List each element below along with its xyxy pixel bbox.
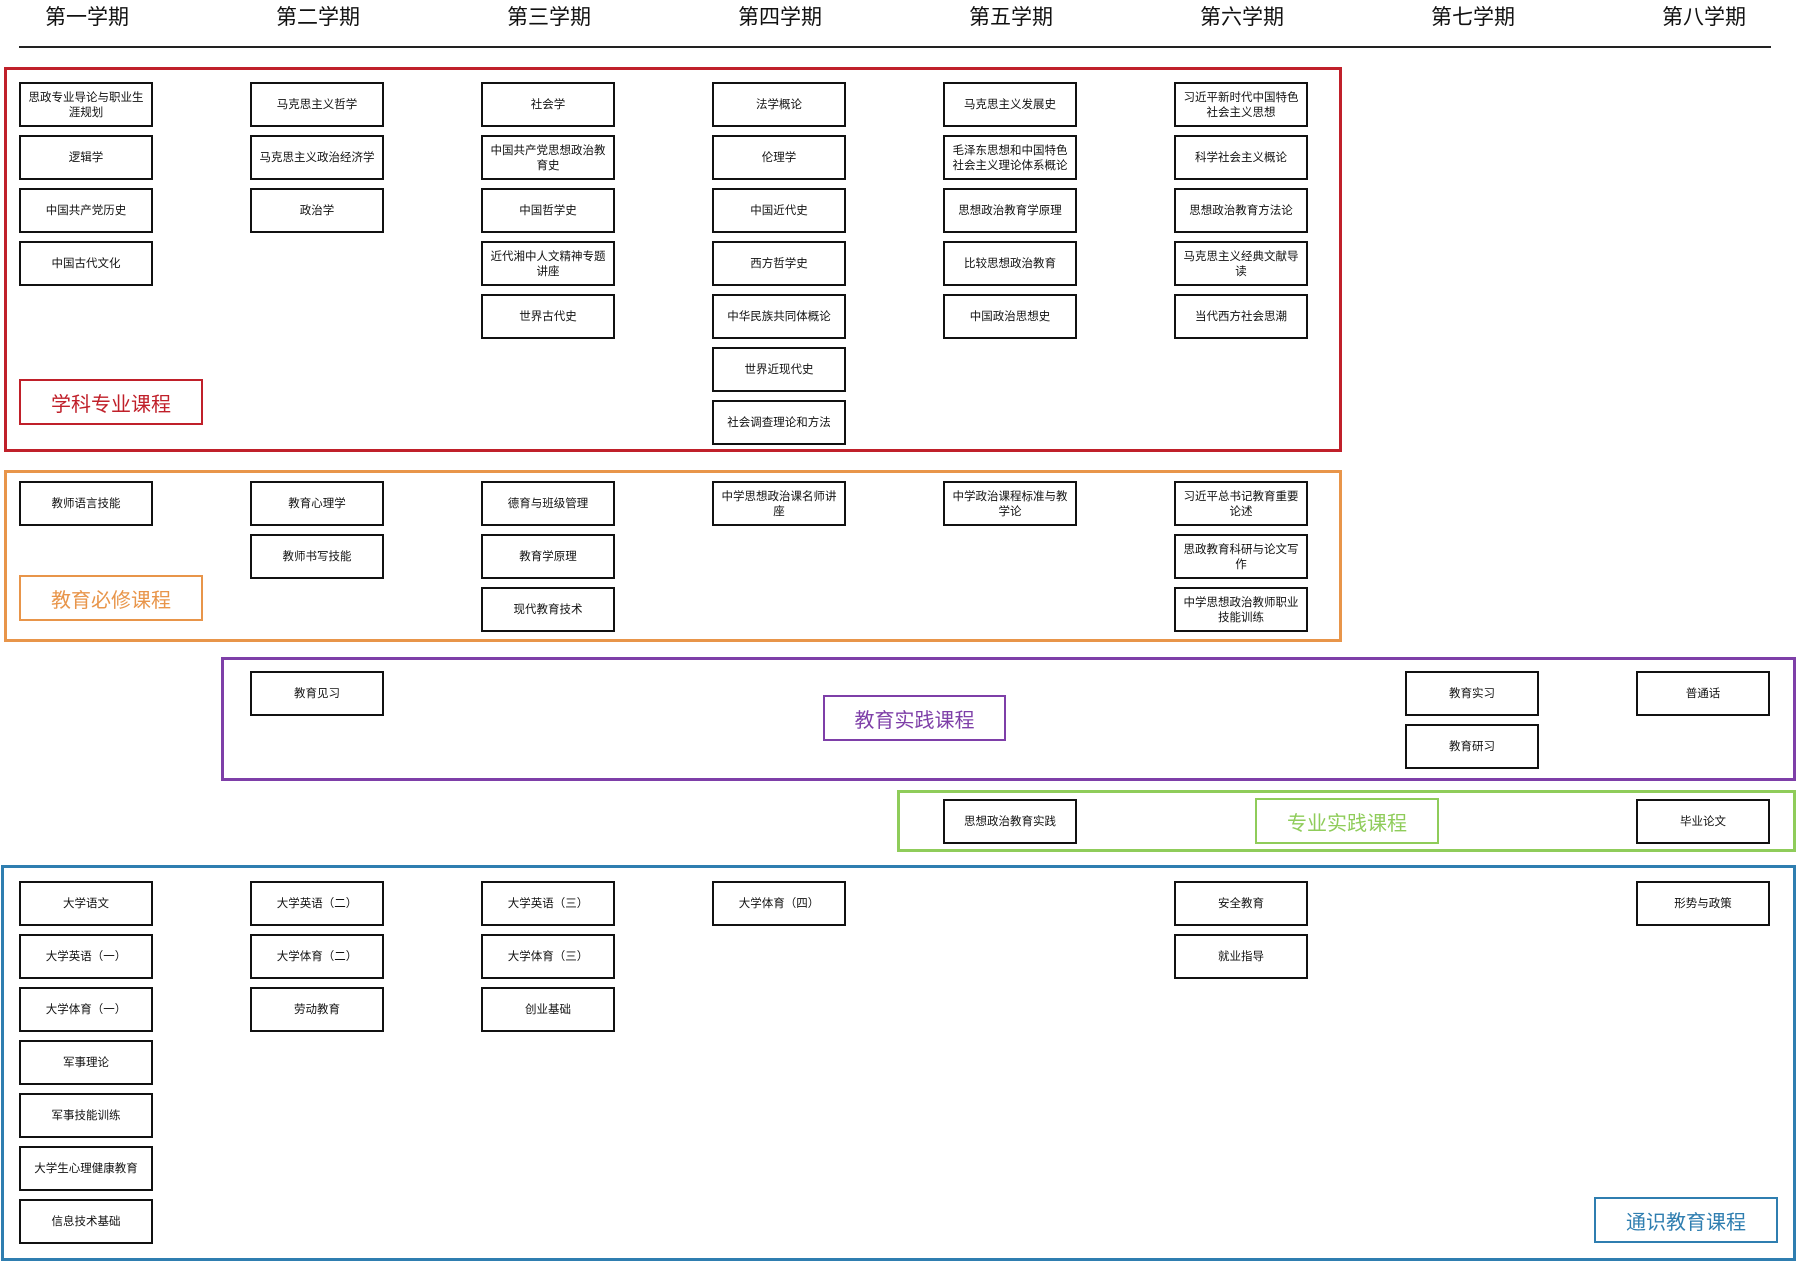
semester-header-8: 第八学期 <box>1662 5 1746 29</box>
semester-header-5: 第五学期 <box>969 5 1053 29</box>
course-box: 形势与政策 <box>1636 881 1770 926</box>
course-box: 比较思想政治教育 <box>943 241 1077 286</box>
course-box: 中国哲学史 <box>481 188 615 233</box>
course-box: 大学体育（三） <box>481 934 615 979</box>
course-box: 世界近现代史 <box>712 347 846 392</box>
course-box: 德育与班级管理 <box>481 481 615 526</box>
course-box: 中国政治思想史 <box>943 294 1077 339</box>
group-label-practice: 教育实践课程 <box>823 695 1006 741</box>
header-divider <box>19 46 1771 48</box>
course-box: 政治学 <box>250 188 384 233</box>
course-box: 创业基础 <box>481 987 615 1032</box>
group-frame-practice <box>221 657 1796 781</box>
course-box: 大学英语（一） <box>19 934 153 979</box>
course-box: 当代西方社会思潮 <box>1174 294 1308 339</box>
course-box: 社会学 <box>481 82 615 127</box>
course-box: 教育见习 <box>250 671 384 716</box>
course-box: 科学社会主义概论 <box>1174 135 1308 180</box>
course-box: 大学体育（二） <box>250 934 384 979</box>
course-box: 信息技术基础 <box>19 1199 153 1244</box>
course-box: 教师书写技能 <box>250 534 384 579</box>
course-box: 马克思主义经典文献导读 <box>1174 241 1308 286</box>
course-box: 思想政治教育实践 <box>943 799 1077 844</box>
course-box: 马克思主义哲学 <box>250 82 384 127</box>
course-box: 思想政治教育方法论 <box>1174 188 1308 233</box>
course-box: 思政教育科研与论文写作 <box>1174 534 1308 579</box>
course-box: 习近平新时代中国特色社会主义思想 <box>1174 82 1308 127</box>
course-box: 教育心理学 <box>250 481 384 526</box>
group-label-subject: 学科专业课程 <box>19 379 203 425</box>
group-frame-subject <box>4 67 1342 452</box>
course-box: 毕业论文 <box>1636 799 1770 844</box>
course-box: 军事理论 <box>19 1040 153 1085</box>
course-box: 社会调查理论和方法 <box>712 400 846 445</box>
course-box: 中国近代史 <box>712 188 846 233</box>
course-box: 中华民族共同体概论 <box>712 294 846 339</box>
course-box: 大学英语（二） <box>250 881 384 926</box>
course-box: 中国共产党思想政治教育史 <box>481 135 615 180</box>
course-box: 大学英语（三） <box>481 881 615 926</box>
course-box: 教育研习 <box>1405 724 1539 769</box>
semester-header-2: 第二学期 <box>276 5 360 29</box>
semester-header-7: 第七学期 <box>1431 5 1515 29</box>
semester-header-6: 第六学期 <box>1200 5 1284 29</box>
group-label-general: 通识教育课程 <box>1594 1197 1778 1243</box>
course-box: 教育学原理 <box>481 534 615 579</box>
course-box: 大学生心理健康教育 <box>19 1146 153 1191</box>
course-box: 中国古代文化 <box>19 241 153 286</box>
course-box: 普通话 <box>1636 671 1770 716</box>
course-box: 习近平总书记教育重要论述 <box>1174 481 1308 526</box>
course-box: 大学体育（四） <box>712 881 846 926</box>
course-box: 法学概论 <box>712 82 846 127</box>
group-label-professional: 专业实践课程 <box>1255 798 1439 844</box>
course-box: 马克思主义发展史 <box>943 82 1077 127</box>
course-box: 劳动教育 <box>250 987 384 1032</box>
semester-header-1: 第一学期 <box>45 5 129 29</box>
course-box: 就业指导 <box>1174 934 1308 979</box>
course-box: 教师语言技能 <box>19 481 153 526</box>
course-box: 世界古代史 <box>481 294 615 339</box>
course-box: 伦理学 <box>712 135 846 180</box>
group-label-education: 教育必修课程 <box>19 575 203 621</box>
semester-header-3: 第三学期 <box>507 5 591 29</box>
group-frame-education <box>4 470 1342 642</box>
course-box: 中学思想政治教师职业技能训练 <box>1174 587 1308 632</box>
course-box: 马克思主义政治经济学 <box>250 135 384 180</box>
course-box: 安全教育 <box>1174 881 1308 926</box>
course-box: 近代湘中人文精神专题讲座 <box>481 241 615 286</box>
course-box: 思想政治教育学原理 <box>943 188 1077 233</box>
course-box: 教育实习 <box>1405 671 1539 716</box>
group-frame-general <box>1 865 1796 1261</box>
course-box: 大学体育（一） <box>19 987 153 1032</box>
course-box: 中学政治课程标准与教学论 <box>943 481 1077 526</box>
course-box: 逻辑学 <box>19 135 153 180</box>
semester-header-4: 第四学期 <box>738 5 822 29</box>
course-box: 大学语文 <box>19 881 153 926</box>
group-frame-professional <box>897 790 1796 852</box>
course-box: 西方哲学史 <box>712 241 846 286</box>
course-box: 毛泽东思想和中国特色社会主义理论体系概论 <box>943 135 1077 180</box>
course-box: 中学思想政治课名师讲座 <box>712 481 846 526</box>
course-box: 现代教育技术 <box>481 587 615 632</box>
course-box: 中国共产党历史 <box>19 188 153 233</box>
course-box: 思政专业导论与职业生涯规划 <box>19 82 153 127</box>
course-box: 军事技能训练 <box>19 1093 153 1138</box>
